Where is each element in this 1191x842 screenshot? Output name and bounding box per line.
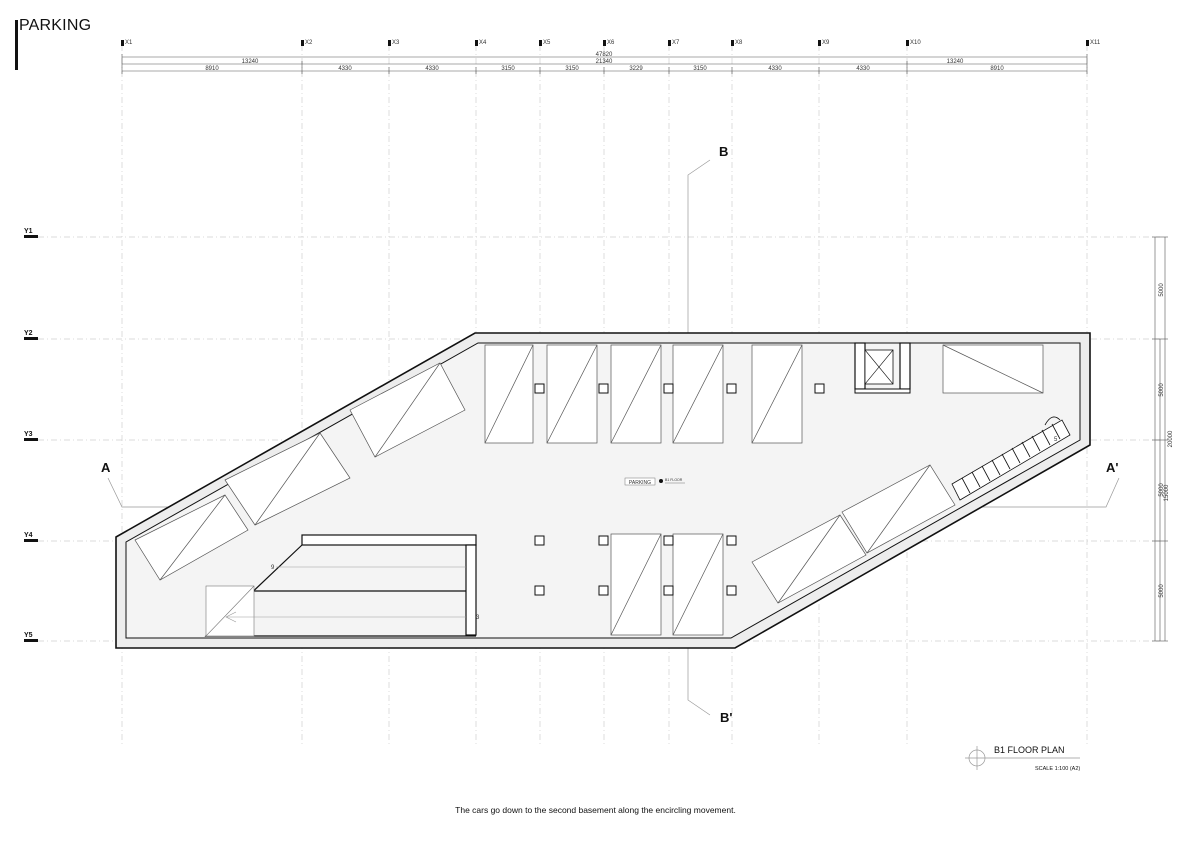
- parking-stalls-diagonal-right: [751, 464, 956, 604]
- right-segment-dimension: 5000: [1159, 283, 1165, 297]
- grid-col-label: X9: [822, 40, 830, 46]
- left-group-dimension: 13240: [242, 59, 259, 65]
- structural-columns: [534, 383, 825, 596]
- segment-dimension: 3229: [629, 66, 643, 72]
- segment-dimension: 4330: [856, 66, 870, 72]
- segment-dimension: 3150: [565, 66, 579, 72]
- segment-dimension: 4330: [338, 66, 352, 72]
- right-group-dimension: 13240: [947, 59, 964, 65]
- grid-col-label: X8: [735, 40, 743, 46]
- section-label-b-prime: B': [720, 710, 732, 725]
- grid-row-label: Y4: [24, 532, 33, 539]
- grid-col-label: X10: [910, 40, 921, 46]
- grid-col-label: X1: [125, 40, 133, 46]
- grid-row-label: Y2: [24, 330, 33, 337]
- grid-row-label: Y5: [24, 632, 33, 639]
- grid-col-label: X5: [543, 40, 551, 46]
- grid-col-label: X6: [607, 40, 615, 46]
- section-label-a: A: [101, 460, 111, 475]
- top-dimension-values: 47820 21340 13240 13240 8910 4330 4330 3…: [205, 52, 1004, 72]
- parking-tag: PARKING: [629, 480, 651, 486]
- parking-stalls-top: [484, 344, 803, 444]
- parking-stalls-diagonal-left: [134, 362, 466, 581]
- right-segment-dimension: 5000: [1159, 383, 1165, 397]
- corner-stall: [942, 344, 1044, 394]
- stair-label: 5: [1054, 437, 1058, 443]
- ramp-label: 9: [271, 565, 275, 571]
- plan-title-symbol: [965, 746, 1080, 770]
- overall-dimension: 47820: [596, 52, 613, 58]
- ramp-label: 3: [476, 615, 480, 621]
- right-dimension-values: 5000 5000 5000 5000 20000 15000: [1159, 283, 1174, 598]
- segment-dimension: 4330: [768, 66, 782, 72]
- row-grid-markers: Y1 Y2 Y3 Y4 Y5: [24, 228, 38, 642]
- plan-name: B1 FLOOR PLAN: [994, 745, 1065, 755]
- segment-dimension: 8910: [990, 66, 1004, 72]
- grid-col-label: X7: [672, 40, 680, 46]
- segment-dimension: 4330: [425, 66, 439, 72]
- top-dimension-chain: [121, 54, 1088, 74]
- segment-dimension: 3150: [693, 66, 707, 72]
- section-label-a-prime: A': [1106, 460, 1118, 475]
- column-grid-labels: X1 X2 X3 X4 X5 X6 X7 X8 X9 X10 X11: [125, 40, 1101, 46]
- title-bar: [15, 20, 18, 70]
- parking-stalls-bottom: [610, 533, 724, 636]
- ramp-area: [204, 534, 477, 637]
- caption: The cars go down to the second basement …: [455, 805, 736, 815]
- grid-col-label: X4: [479, 40, 487, 46]
- right-outer-dimension: 20000: [1168, 430, 1174, 447]
- right-segment-dimension: 5000: [1159, 483, 1165, 497]
- segment-dimension: 3150: [501, 66, 515, 72]
- plan-scale: SCALE 1:100 (A2): [1035, 766, 1081, 772]
- column-grid-markers: [121, 40, 1089, 46]
- right-segment-dimension: 5000: [1159, 584, 1165, 598]
- center-dimension: 21340: [596, 59, 613, 65]
- grid-col-label: X3: [392, 40, 400, 46]
- elevator-core: [854, 342, 911, 394]
- parking-tag-box: [624, 477, 656, 486]
- page-title: PARKING: [19, 17, 92, 34]
- grid-row-label: Y3: [24, 431, 33, 438]
- right-mid-dimension: 15000: [1164, 484, 1170, 501]
- level-tag: B1 FLOOR: [665, 478, 683, 482]
- level-marker-icon: [659, 479, 663, 483]
- grid-col-label: X11: [1090, 40, 1101, 46]
- grid-row-label: Y1: [24, 228, 33, 235]
- section-label-b: B: [719, 144, 728, 159]
- right-dimension-chain: [1152, 236, 1168, 642]
- staircase: [951, 416, 1071, 501]
- grid-col-label: X2: [305, 40, 313, 46]
- segment-dimension: 8910: [205, 66, 219, 72]
